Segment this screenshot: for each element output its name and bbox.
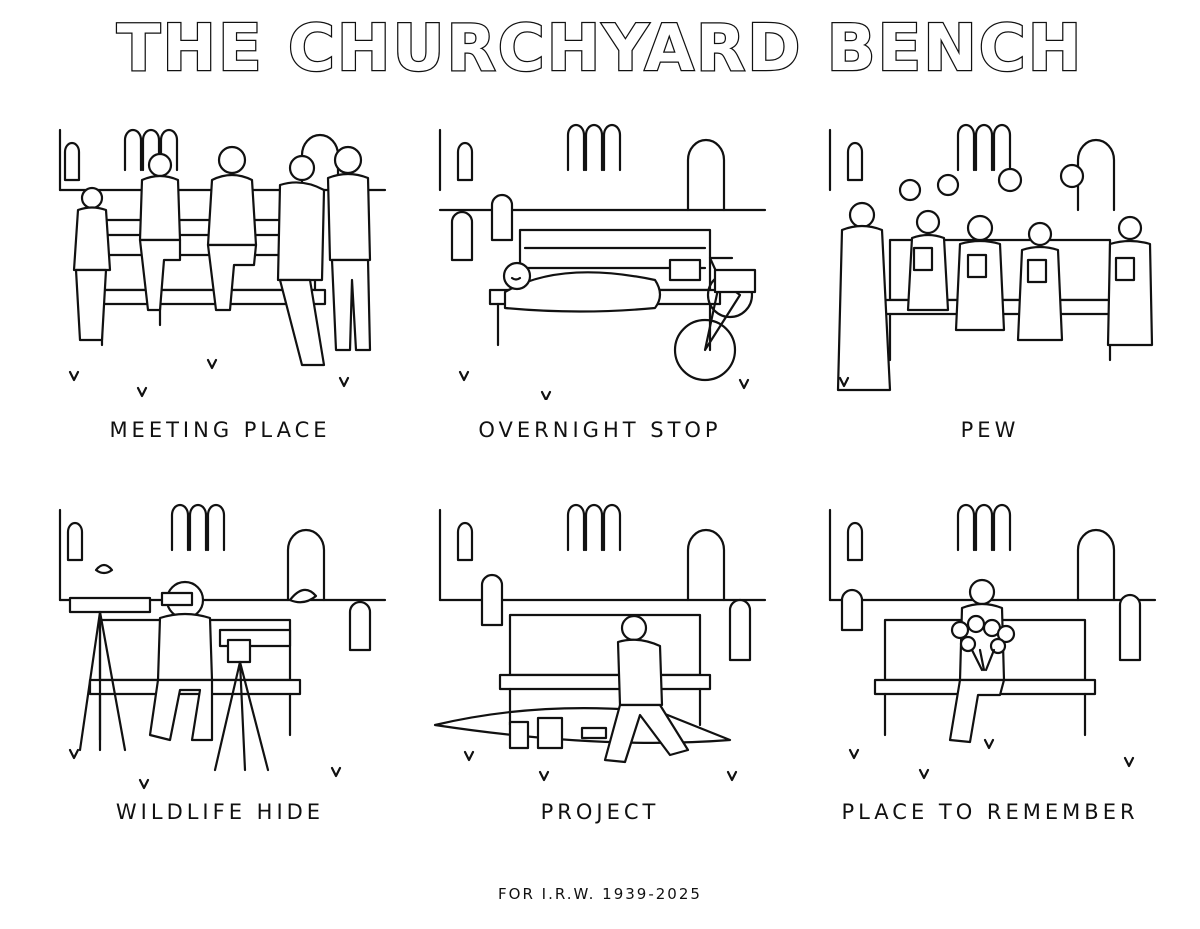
telescope-tripod [68,596,152,752]
birdwatcher-with-binoculars [148,580,214,742]
paint-tins [508,716,608,750]
panel-pew [810,110,1170,400]
overnight-stop-illustration [438,123,767,400]
meeting-place-illustration [58,128,387,398]
project-illustration [433,503,767,782]
woman-left [72,186,112,342]
bicycle [668,256,757,382]
man-bald [326,145,372,352]
bird-icon [94,563,318,604]
panel-wildlife-hide [40,500,400,790]
caption-meeting-place: MEETING PLACE [109,418,331,442]
man-sanding-bench [603,614,690,764]
comic-title: THE CHURCHYARD BENCH [115,11,1084,88]
camera-tripod [213,628,292,772]
caption-wildlife-hide: WILDLIFE HIDE [115,800,325,824]
place-to-remember-illustration [828,503,1157,780]
panel-project [420,500,780,790]
panel-place-to-remember [810,500,1170,790]
flowers-bouquet [950,614,1016,672]
caption-overnight-stop: OVERNIGHT STOP [478,418,722,442]
panel-meeting-place [40,110,400,400]
caption-place-to-remember: PLACE TO REMEMBER [841,800,1139,824]
sleeping-traveller [502,261,662,313]
vicar-robed [836,201,892,392]
woman-curly-hair [206,145,258,312]
pew-illustration [828,123,1154,392]
panel-overnight-stop [420,110,780,400]
wildlife-hide-illustration [58,503,387,790]
dedication-footer: FOR I.R.W. 1939-2025 [498,885,702,903]
caption-project: PROJECT [540,800,660,824]
choir-singers [898,163,1154,347]
man-leaning [276,154,326,367]
woman-seated-2 [138,152,182,312]
caption-pew: PEW [960,418,1020,442]
